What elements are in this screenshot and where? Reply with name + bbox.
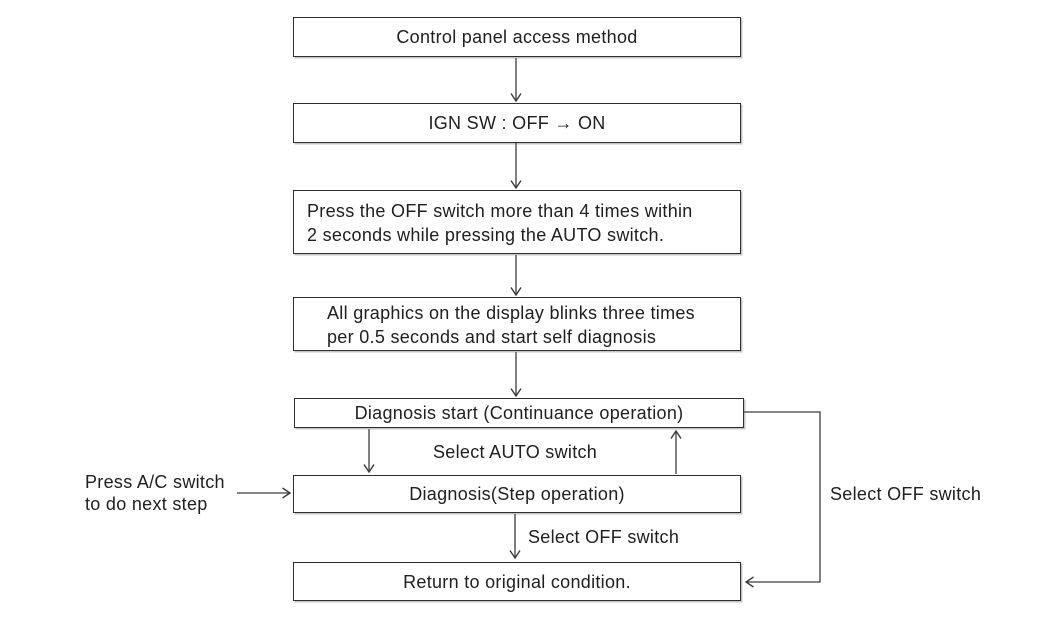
flow-node-diagnosis-start-continuance: Diagnosis start (Continuance operation) — [294, 398, 744, 428]
node-text-line: Press the OFF switch more than 4 times w… — [307, 201, 693, 221]
flow-node-ign-sw-off-on: IGN SW : OFF → ON — [293, 103, 741, 143]
edge-label-select-off-switch-mid: Select OFF switch — [528, 527, 680, 547]
node-text-line: All graphics on the display blinks three… — [327, 303, 695, 323]
node-text: Diagnosis(Step operation) — [409, 484, 625, 504]
flow-node-control-panel-access-method: Control panel access method — [293, 17, 741, 57]
edge-label-press-ac-switch: Press A/C switch to do next step — [85, 471, 225, 515]
edge-label-select-off-switch-right: Select OFF switch — [830, 484, 982, 504]
flow-node-graphics-blink-self-diagnosis: All graphics on the display blinks three… — [293, 297, 741, 351]
node-text-line: per 0.5 seconds and start self diagnosis — [327, 327, 657, 347]
arrow-loop-start-to-return — [744, 411, 821, 588]
edge-label-line: to do next step — [85, 494, 208, 514]
edge-label-line: Press A/C switch — [85, 472, 225, 492]
flow-node-return-to-original-condition: Return to original condition. — [293, 562, 741, 601]
edge-label-select-auto-switch: Select AUTO switch — [433, 442, 598, 462]
node-text-line: 2 seconds while pressing the AUTO switch… — [307, 225, 665, 245]
node-text: Control panel access method — [396, 27, 638, 47]
node-text: Return to original condition. — [403, 571, 631, 592]
node-text: IGN SW : OFF → ON — [428, 113, 606, 133]
node-text: Diagnosis start (Continuance operation) — [354, 403, 684, 423]
flow-node-press-off-switch: Press the OFF switch more than 4 times w… — [293, 190, 741, 254]
flow-node-diagnosis-step-operation: Diagnosis(Step operation) — [293, 475, 741, 513]
